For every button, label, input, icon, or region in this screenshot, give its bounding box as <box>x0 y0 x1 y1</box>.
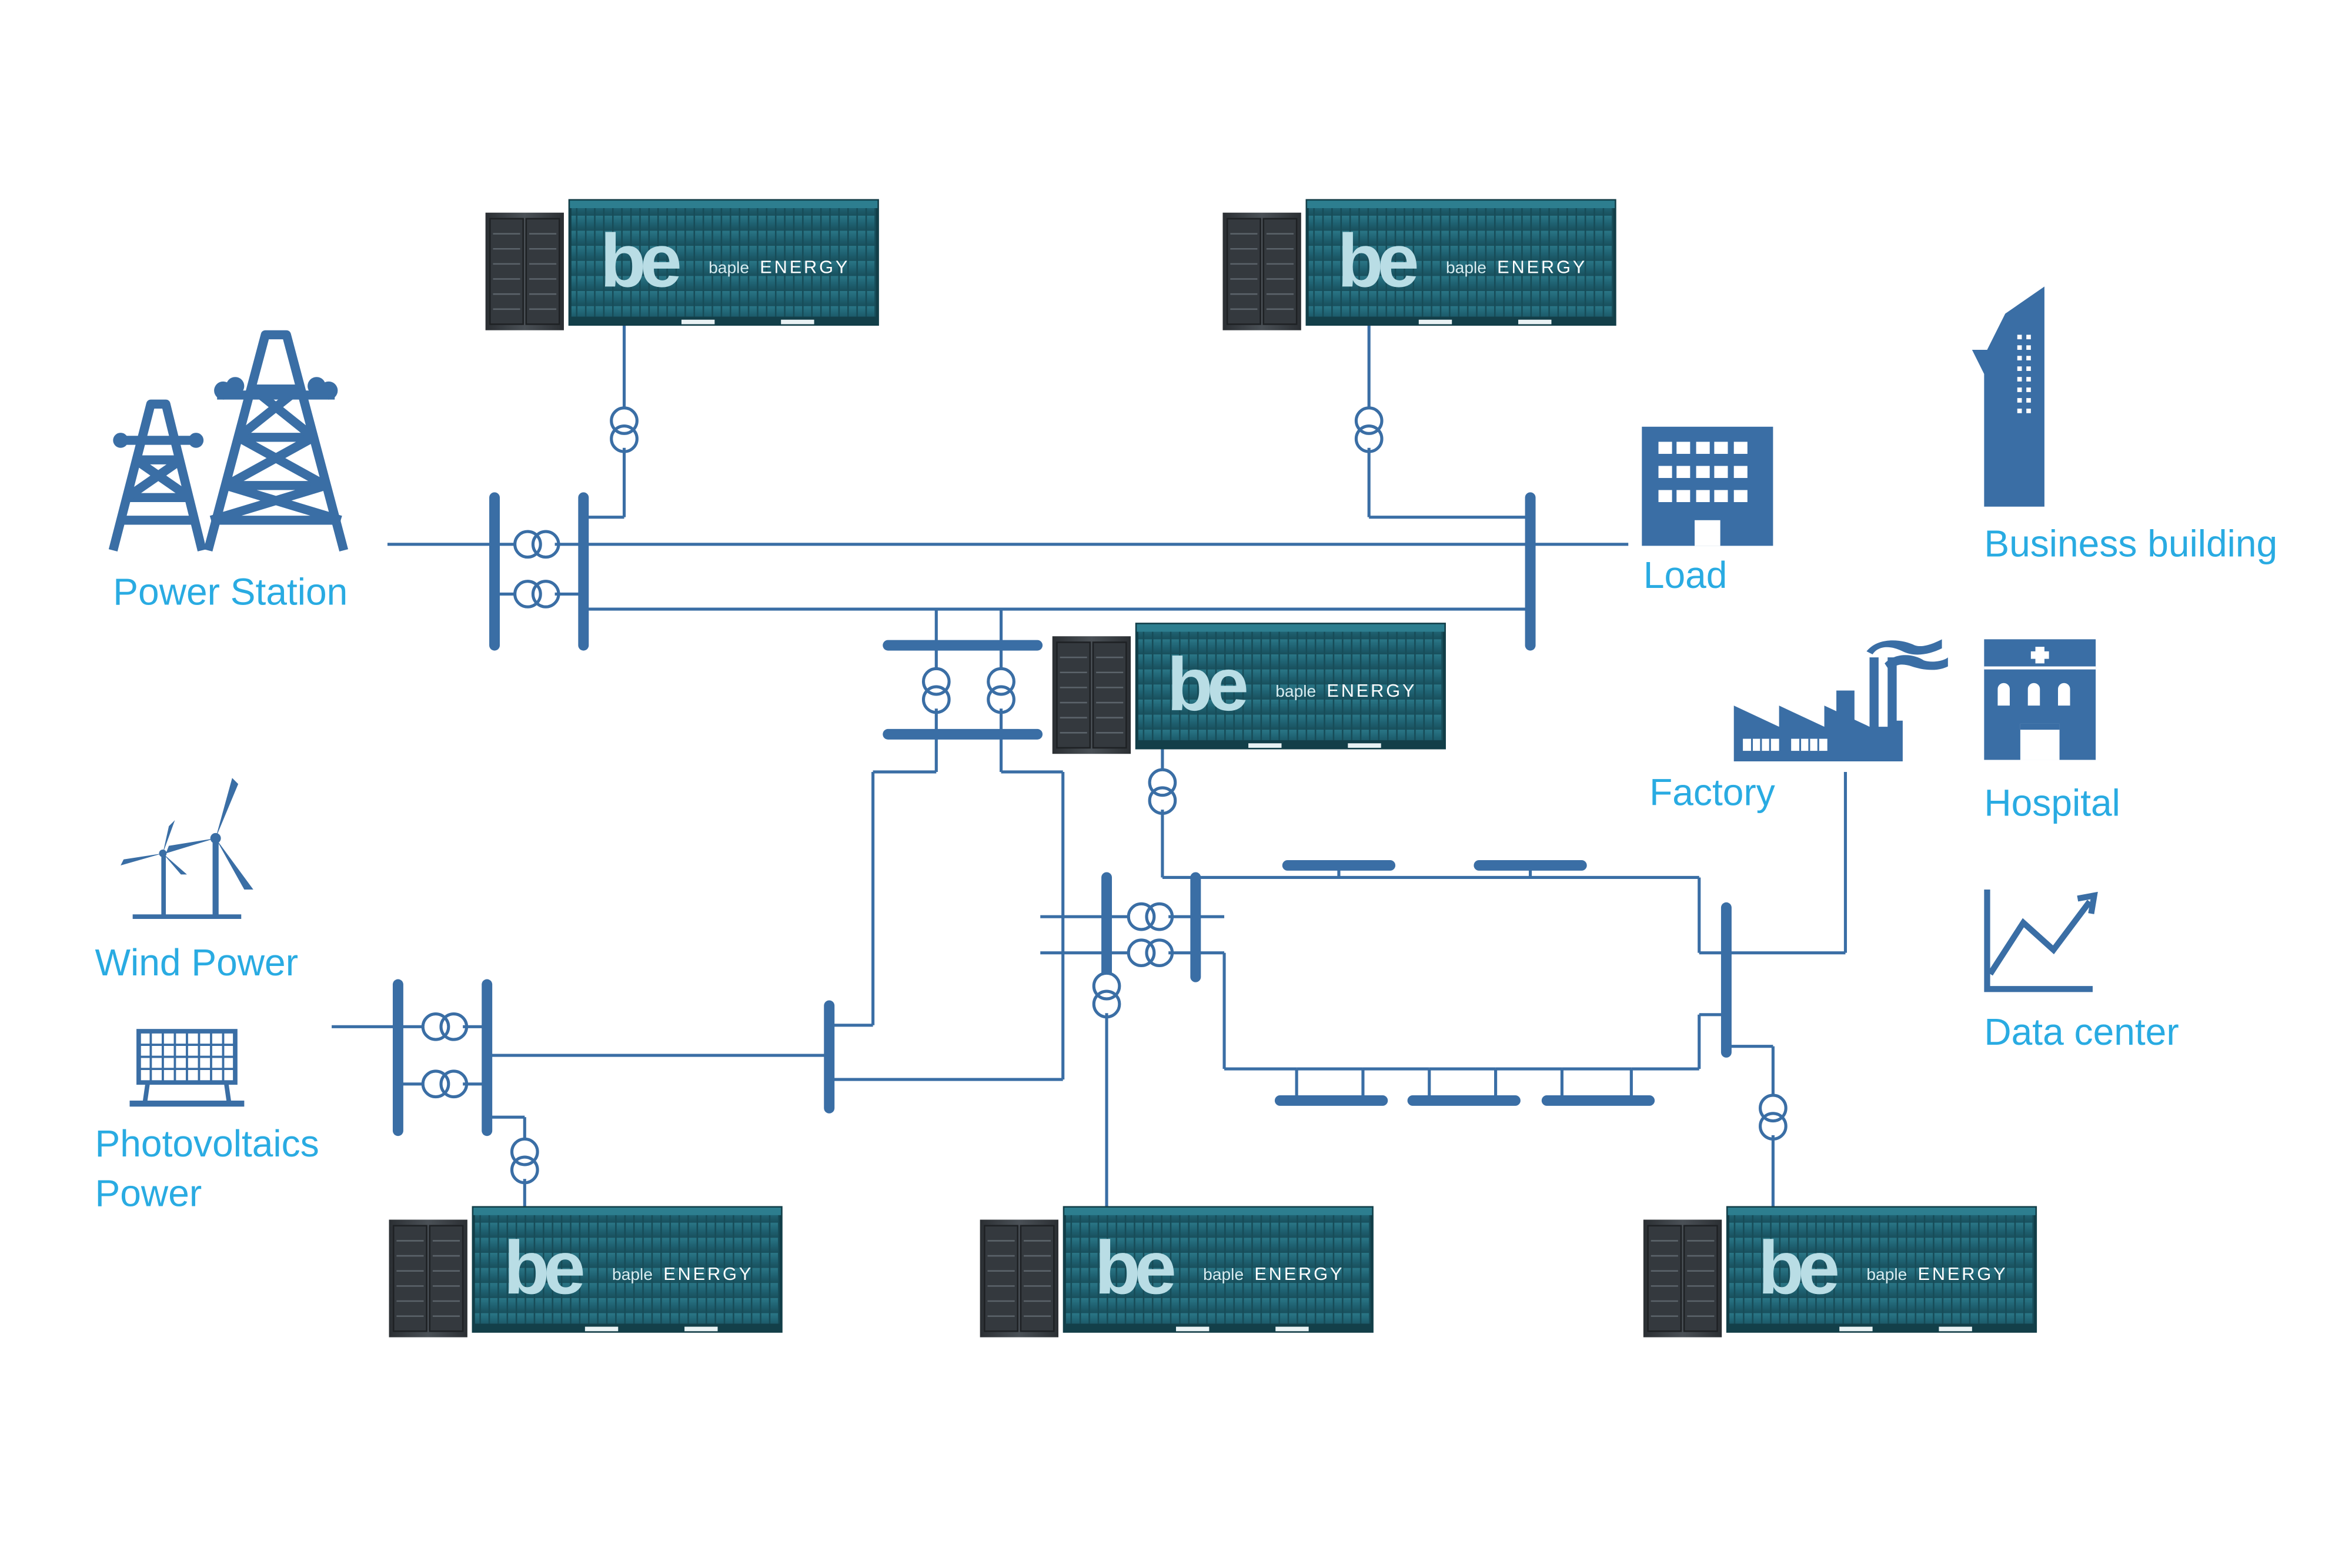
storage-units: be baple ENERGY be baple ENERGY be baple… <box>389 200 2036 1337</box>
label-wind-power: Wind Power <box>95 941 299 984</box>
labels: Power Station Load Business building Fac… <box>95 522 2278 1214</box>
transformer-icon <box>515 531 559 557</box>
label-load: Load <box>1643 554 1728 596</box>
brand-small: baple <box>1275 681 1316 700</box>
storage-unit: be baple ENERGY <box>389 1208 781 1338</box>
transformer-icon <box>1150 770 1175 813</box>
hospital-icon <box>1984 639 2096 760</box>
brand-logo: be <box>1095 1226 1174 1310</box>
brand-energy: ENERGY <box>1254 1263 1344 1284</box>
transformer-icon <box>515 581 559 607</box>
brand-energy: ENERGY <box>1497 256 1587 277</box>
transformer-icon <box>423 1071 466 1097</box>
brand-small: baple <box>709 258 749 276</box>
brand-small: baple <box>612 1265 653 1283</box>
transformer-icon <box>988 668 1014 712</box>
label-factory: Factory <box>1649 771 1775 813</box>
wind-turbine-icon <box>121 778 253 919</box>
brand-energy: ENERGY <box>1918 1263 2008 1284</box>
brand-small: baple <box>1866 1265 1907 1283</box>
brand-logo: be <box>1758 1226 1838 1310</box>
skyscraper-icon <box>1972 286 2044 507</box>
transformer-icon <box>423 1014 466 1040</box>
grid-lines <box>332 322 1847 1211</box>
brand-logo: be <box>600 219 680 303</box>
storage-unit: be baple ENERGY <box>980 1208 1372 1338</box>
storage-unit: be baple ENERGY <box>1222 200 1615 330</box>
brand-logo: be <box>1167 643 1247 727</box>
transformer-icon <box>1094 973 1120 1017</box>
brand-small: baple <box>1446 258 1486 276</box>
brand-small: baple <box>1203 1265 1244 1283</box>
storage-unit: be baple ENERGY <box>1053 624 1445 754</box>
transformer-icon <box>924 668 950 712</box>
transmission-towers-icon <box>108 330 349 552</box>
brand-energy: ENERGY <box>663 1263 753 1284</box>
label-photovoltaics: Photovoltaics <box>95 1122 319 1165</box>
transformer-icon <box>612 408 637 452</box>
transformer-icon <box>1356 408 1382 452</box>
label-hospital: Hospital <box>1984 781 2120 824</box>
busbars <box>392 492 1732 1136</box>
transformers <box>423 408 1786 1183</box>
office-building-icon <box>1642 426 1773 546</box>
factory-icon <box>1733 639 1948 762</box>
transformer-icon <box>1760 1095 1786 1139</box>
storage-unit: be baple ENERGY <box>486 200 878 330</box>
tower-insulators <box>113 377 338 448</box>
transformer-icon <box>1128 940 1172 966</box>
brand-energy: ENERGY <box>1327 680 1416 701</box>
brand-energy: ENERGY <box>760 256 850 277</box>
transformer-icon <box>512 1139 538 1182</box>
brand-logo: be <box>503 1226 583 1310</box>
label-power-station: Power Station <box>113 570 348 613</box>
brand-logo: be <box>1337 219 1416 303</box>
label-photovoltaics-power: Power <box>95 1172 202 1214</box>
label-business-building: Business building <box>1984 522 2277 564</box>
trend-chart-icon <box>1984 889 2098 992</box>
label-data-center: Data center <box>1984 1011 2179 1053</box>
transformer-icon <box>1128 904 1172 930</box>
solar-panel-icon <box>129 1029 245 1107</box>
storage-unit: be baple ENERGY <box>1643 1208 2036 1338</box>
